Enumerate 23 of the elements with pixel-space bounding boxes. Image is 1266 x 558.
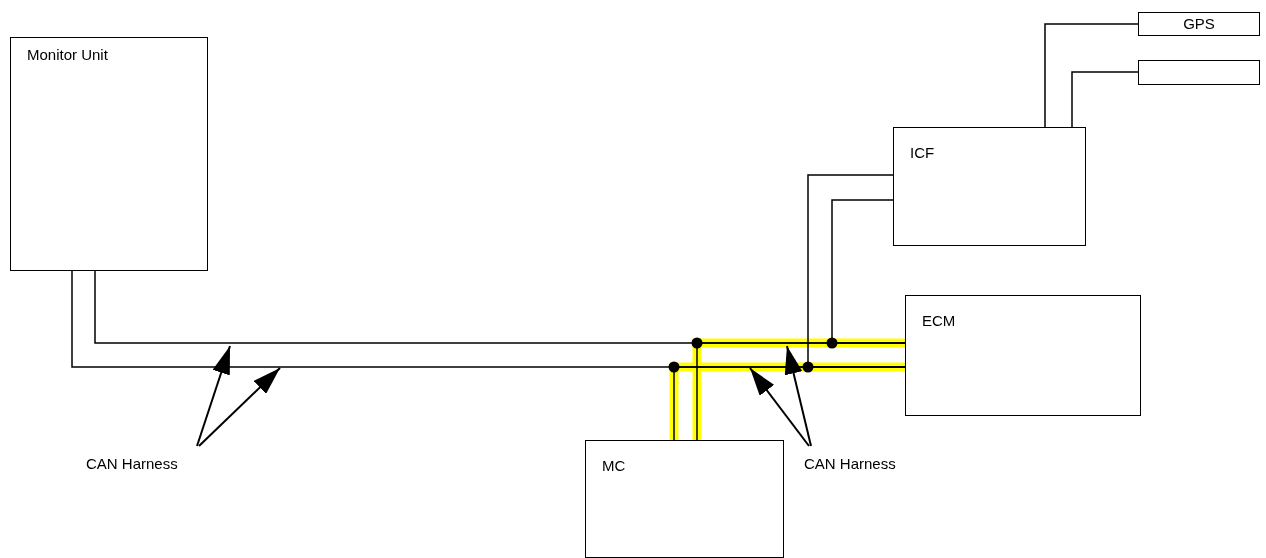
- wire: [831, 199, 906, 344]
- highlighted-wire: [669, 362, 905, 440]
- unit-box: [10, 37, 208, 271]
- leader-line: [198, 367, 281, 447]
- unit-name: Monitor Unit: [27, 46, 108, 64]
- unit-box: [893, 127, 1086, 246]
- leader-line: [196, 345, 231, 447]
- leader-line: [749, 367, 810, 447]
- device-box: [1138, 60, 1260, 85]
- unit-box: [585, 440, 784, 558]
- leader-line: [784, 345, 812, 447]
- unit-box: [905, 295, 1141, 416]
- highlighted-wire: [692, 338, 905, 440]
- device-box: [1138, 12, 1260, 36]
- unit-name: GPS: [1182, 15, 1216, 33]
- harness-label: CAN Harness: [804, 446, 946, 475]
- unit-name: ECM: [922, 312, 956, 330]
- unit-name: ICF: [910, 144, 935, 162]
- wire: [1071, 71, 1139, 128]
- wire: [1044, 23, 1139, 128]
- wire: [807, 174, 906, 368]
- unit-name: MC: [602, 457, 626, 475]
- harness-label: CAN Harness: [86, 446, 228, 475]
